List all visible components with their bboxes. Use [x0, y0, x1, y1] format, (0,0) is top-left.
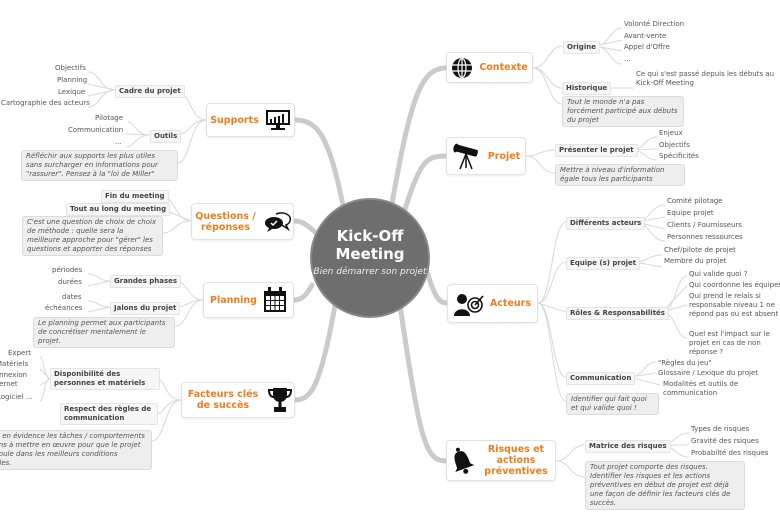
central-subtitle: Bien démarrer son projet — [313, 267, 427, 277]
leaf[interactable]: Types de risques — [691, 425, 750, 433]
subtopic-grandes-phases[interactable]: Grandes phases — [110, 275, 182, 288]
subtopic-jalons[interactable]: Jalons du projet — [110, 302, 181, 315]
leaf[interactable]: Qui coordonne les équipes — [689, 281, 780, 289]
topic-planning[interactable]: Planning — [203, 282, 294, 318]
leaf[interactable]: Ce qui s'est passé depuis les débuts au … — [636, 70, 775, 87]
subtopic-matrice[interactable]: Matrice des risques — [585, 440, 671, 453]
subtopic-respect[interactable]: Respect des règles de communication — [60, 403, 158, 425]
leaf[interactable]: "Règles du jeu" — [658, 359, 712, 367]
note: Mettre en évidence les tâches / comporte… — [0, 430, 152, 470]
leaf[interactable]: Probabilté des risques — [691, 449, 769, 457]
topic-questions[interactable]: Questions / réponses — [191, 203, 294, 240]
leaf[interactable]: Equipe projet — [667, 209, 714, 217]
note: C'est une question de choix de choix de … — [22, 216, 163, 256]
subtopic-fin-meeting[interactable]: Fin du meeting — [101, 190, 169, 203]
central-topic[interactable]: Kick-Off Meeting Bien démarrer son proje… — [310, 198, 430, 318]
leaf[interactable]: durées — [58, 278, 82, 286]
trophy-icon — [268, 388, 292, 412]
note: Tout le monde n'a pas forcément particip… — [562, 96, 684, 127]
leaf[interactable]: Qui valide quoi ? — [689, 270, 748, 278]
leaf[interactable]: Planning — [57, 76, 88, 84]
leaf[interactable]: Clients / Fournisseurs — [667, 221, 742, 229]
leaf[interactable]: Chef/pilote de projet — [664, 246, 736, 254]
leaf[interactable]: Objectifs — [659, 141, 690, 149]
topic-label: Projet — [487, 150, 521, 162]
leaf[interactable]: Qui prend le relais si responsable nivea… — [689, 292, 779, 318]
leaf[interactable]: Personnes ressources — [667, 233, 743, 241]
leaf[interactable]: Volonté Direction — [624, 20, 685, 28]
target-person-icon — [453, 293, 484, 316]
note: Identifier qui fait quoi et qui valide q… — [566, 393, 659, 415]
note: Réfléchir aux supports les plus utiles s… — [21, 150, 178, 181]
leaf[interactable]: Objectifs — [55, 64, 86, 72]
leaf[interactable]: ... — [624, 55, 631, 63]
subtopic-presenter[interactable]: Présenter le projet — [555, 144, 638, 157]
leaf[interactable]: Lexique — [58, 88, 86, 96]
leaf[interactable]: périodes — [52, 266, 83, 274]
leaf[interactable]: Comité pilotage — [667, 197, 723, 205]
telescope-icon — [453, 143, 478, 170]
note: Le planning permet aux participants de c… — [33, 317, 175, 348]
leaf[interactable]: Quel est l'impact sur le projet en cas d… — [689, 330, 770, 356]
leaf[interactable]: Appel d'Offre — [624, 43, 670, 51]
topic-label: Acteurs — [489, 298, 532, 309]
topic-contexte[interactable]: Contexte — [446, 52, 533, 83]
subtopic-communication[interactable]: Communication — [566, 372, 636, 385]
note: Tout projet comporte des risques. Identi… — [585, 461, 745, 510]
leaf[interactable]: Expert — [8, 349, 31, 357]
topic-facteurs[interactable]: Facteurs clés de succès — [181, 382, 295, 418]
leaf[interactable]: Cartographie des acteurs — [1, 99, 90, 107]
leaf[interactable]: Avant-vente — [624, 32, 667, 40]
subtopic-origine[interactable]: Origine — [563, 41, 600, 54]
leaf[interactable]: Membre du projet — [664, 257, 727, 265]
leaf[interactable]: ... — [115, 138, 122, 146]
bell-icon — [454, 447, 474, 474]
subtopic-historique[interactable]: Historique — [562, 82, 612, 95]
leaf[interactable]: dates — [62, 293, 82, 301]
subtopic-tout-au-long[interactable]: Tout au long du meeting — [66, 203, 171, 216]
leaf[interactable]: échéances — [45, 304, 83, 312]
chat-bubbles-icon — [264, 211, 291, 232]
topic-acteurs[interactable]: Acteurs — [447, 284, 538, 323]
subtopic-equipe-projet[interactable]: Equipe (s) projet — [566, 257, 641, 270]
subtopic-outils[interactable]: Outils — [150, 130, 182, 143]
subtopic-differents-acteurs[interactable]: Différents acteurs — [566, 217, 646, 230]
subtopic-cadre[interactable]: Cadre du projet — [115, 85, 185, 98]
topic-label: Facteurs clés de succès — [187, 389, 259, 411]
topic-label: Questions / réponses — [195, 210, 256, 233]
calendar-icon — [263, 287, 286, 312]
subtopic-roles[interactable]: Rôles & Responsabilités — [566, 307, 669, 320]
subtopic-disponibilite[interactable]: Disponibilité des personnes et matériels — [50, 368, 160, 390]
topic-risques[interactable]: Risques et actions préventives — [446, 440, 556, 481]
topic-projet[interactable]: Projet — [446, 137, 526, 175]
leaf[interactable]: Logiciel ... — [0, 393, 33, 401]
central-title: Kick-Off Meeting — [335, 227, 405, 263]
leaf[interactable]: Communication — [68, 126, 124, 134]
leaf[interactable]: Matériels — [0, 360, 29, 368]
topic-label: Supports — [210, 114, 259, 126]
leaf[interactable]: Pilotage — [95, 114, 124, 122]
leaf[interactable]: Connexion internet — [0, 371, 28, 388]
leaf[interactable]: Enjeux — [659, 129, 683, 137]
topic-label: Contexte — [479, 62, 528, 73]
leaf[interactable]: Spécificités — [659, 152, 699, 160]
note: Mettre à niveau d'information égale tous… — [555, 164, 685, 186]
topic-label: Planning — [210, 294, 257, 306]
topic-supports[interactable]: Supports — [206, 103, 295, 137]
globe-icon — [452, 57, 473, 78]
topic-label: Risques et actions préventives — [484, 444, 548, 477]
leaf[interactable]: Modalités et outils de communication — [663, 380, 739, 397]
monitor-chart-icon — [265, 110, 290, 130]
leaf[interactable]: Glossaire / Lexique du projet — [658, 369, 759, 377]
leaf[interactable]: Gravité des rsiques — [691, 437, 759, 445]
